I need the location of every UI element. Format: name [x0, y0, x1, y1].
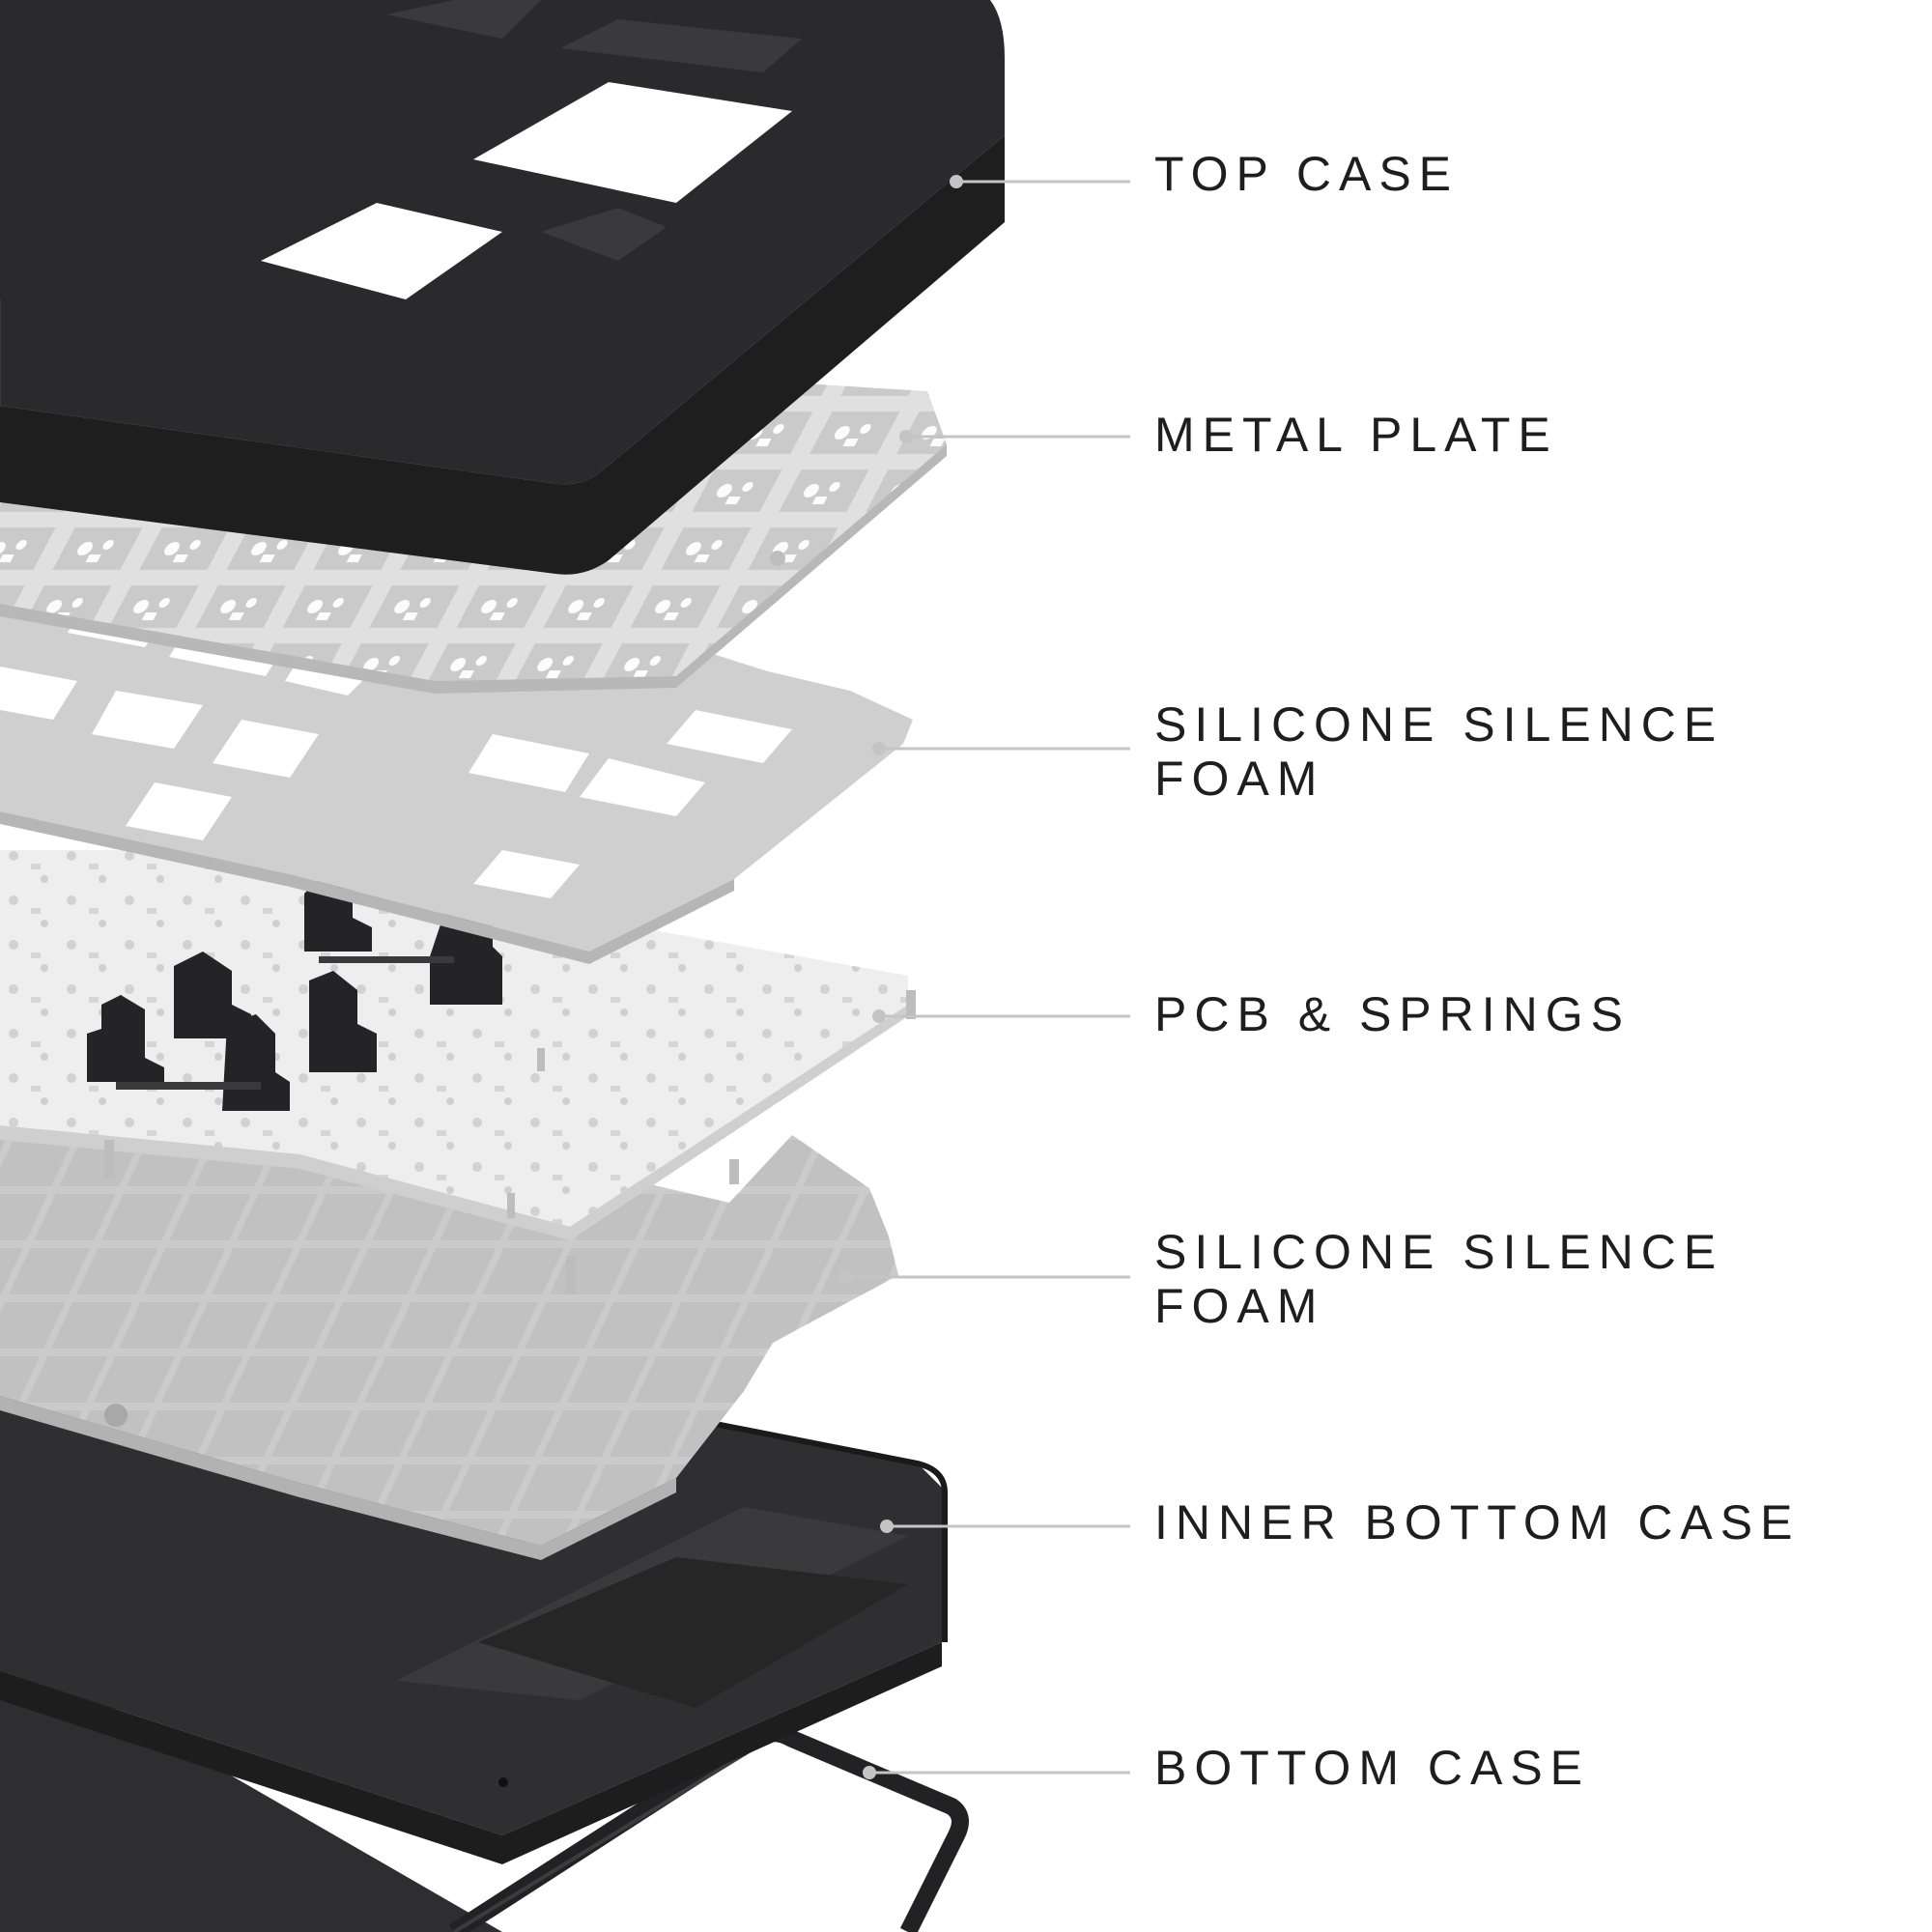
top-case — [0, 0, 1005, 575]
pcb-and-springs — [0, 850, 916, 1294]
label-silicone-foam-lower: SILICONE SILENCE FOAM — [1154, 1225, 1723, 1333]
label-bottom-case: BOTTOM CASE — [1154, 1741, 1591, 1795]
label-line: FOAM — [1154, 1279, 1325, 1333]
label-pcb-springs: PCB & SPRINGS — [1154, 987, 1631, 1041]
label-line: SILICONE SILENCE — [1154, 1225, 1724, 1279]
label-line: SILICONE SILENCE — [1154, 697, 1724, 752]
switch-cluster-left — [87, 952, 377, 1111]
label-metal-plate: METAL PLATE — [1154, 408, 1558, 462]
label-inner-bottom-case: INNER BOTTOM CASE — [1154, 1495, 1801, 1549]
leader-dots — [838, 175, 963, 1779]
label-silicone-foam-upper: SILICONE SILENCE FOAM — [1154, 697, 1723, 806]
leader-lines — [845, 180, 1130, 1775]
silicone-foam-lower — [0, 1125, 898, 1560]
label-top-case: TOP CASE — [1154, 147, 1460, 201]
label-line: FOAM — [1154, 752, 1325, 806]
